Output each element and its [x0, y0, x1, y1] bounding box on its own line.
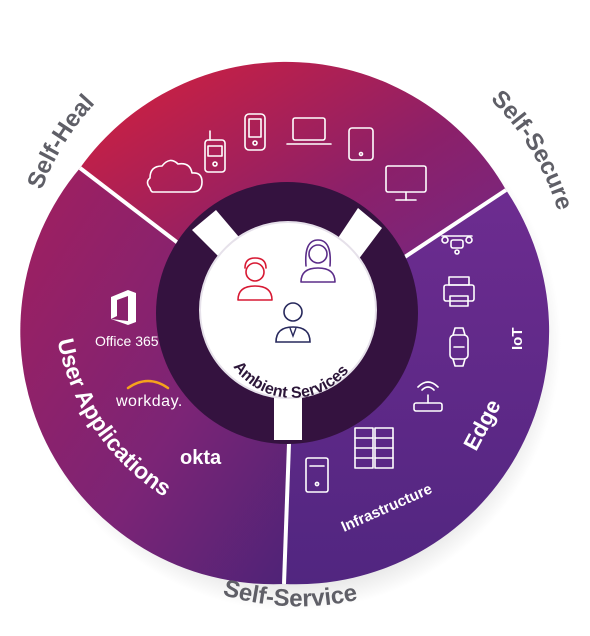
drone-icon	[441, 235, 473, 255]
segment-title-cloud: Cloud to Endpoints	[184, 0, 401, 36]
tablet-icon	[348, 127, 374, 161]
smartwatch-icon	[449, 327, 469, 367]
smartphone-icon	[244, 113, 266, 151]
person-purple-icon	[300, 239, 336, 283]
cloud-icon	[146, 159, 203, 193]
flip-phone-icon	[204, 130, 226, 173]
segment-edge	[284, 190, 550, 585]
server-tower-icon	[305, 457, 329, 493]
workday-logo-arc-icon	[126, 379, 170, 390]
printer-icon	[443, 276, 475, 307]
segment-user-applications	[20, 168, 293, 585]
server-rack-icon	[354, 427, 394, 469]
workday-logo-text: workday.	[115, 393, 183, 410]
iot-label: IoT	[509, 328, 526, 351]
center-circle	[199, 221, 377, 399]
desktop-monitor-icon	[385, 165, 427, 201]
wifi-router-icon	[413, 381, 443, 412]
laptop-icon	[286, 117, 332, 145]
office-365-logo-icon	[111, 290, 136, 325]
person-red-icon	[237, 257, 273, 301]
office-365-logo-text: Office 365	[95, 333, 159, 349]
person-navy-icon	[275, 302, 311, 343]
okta-logo-text: okta	[180, 447, 222, 469]
